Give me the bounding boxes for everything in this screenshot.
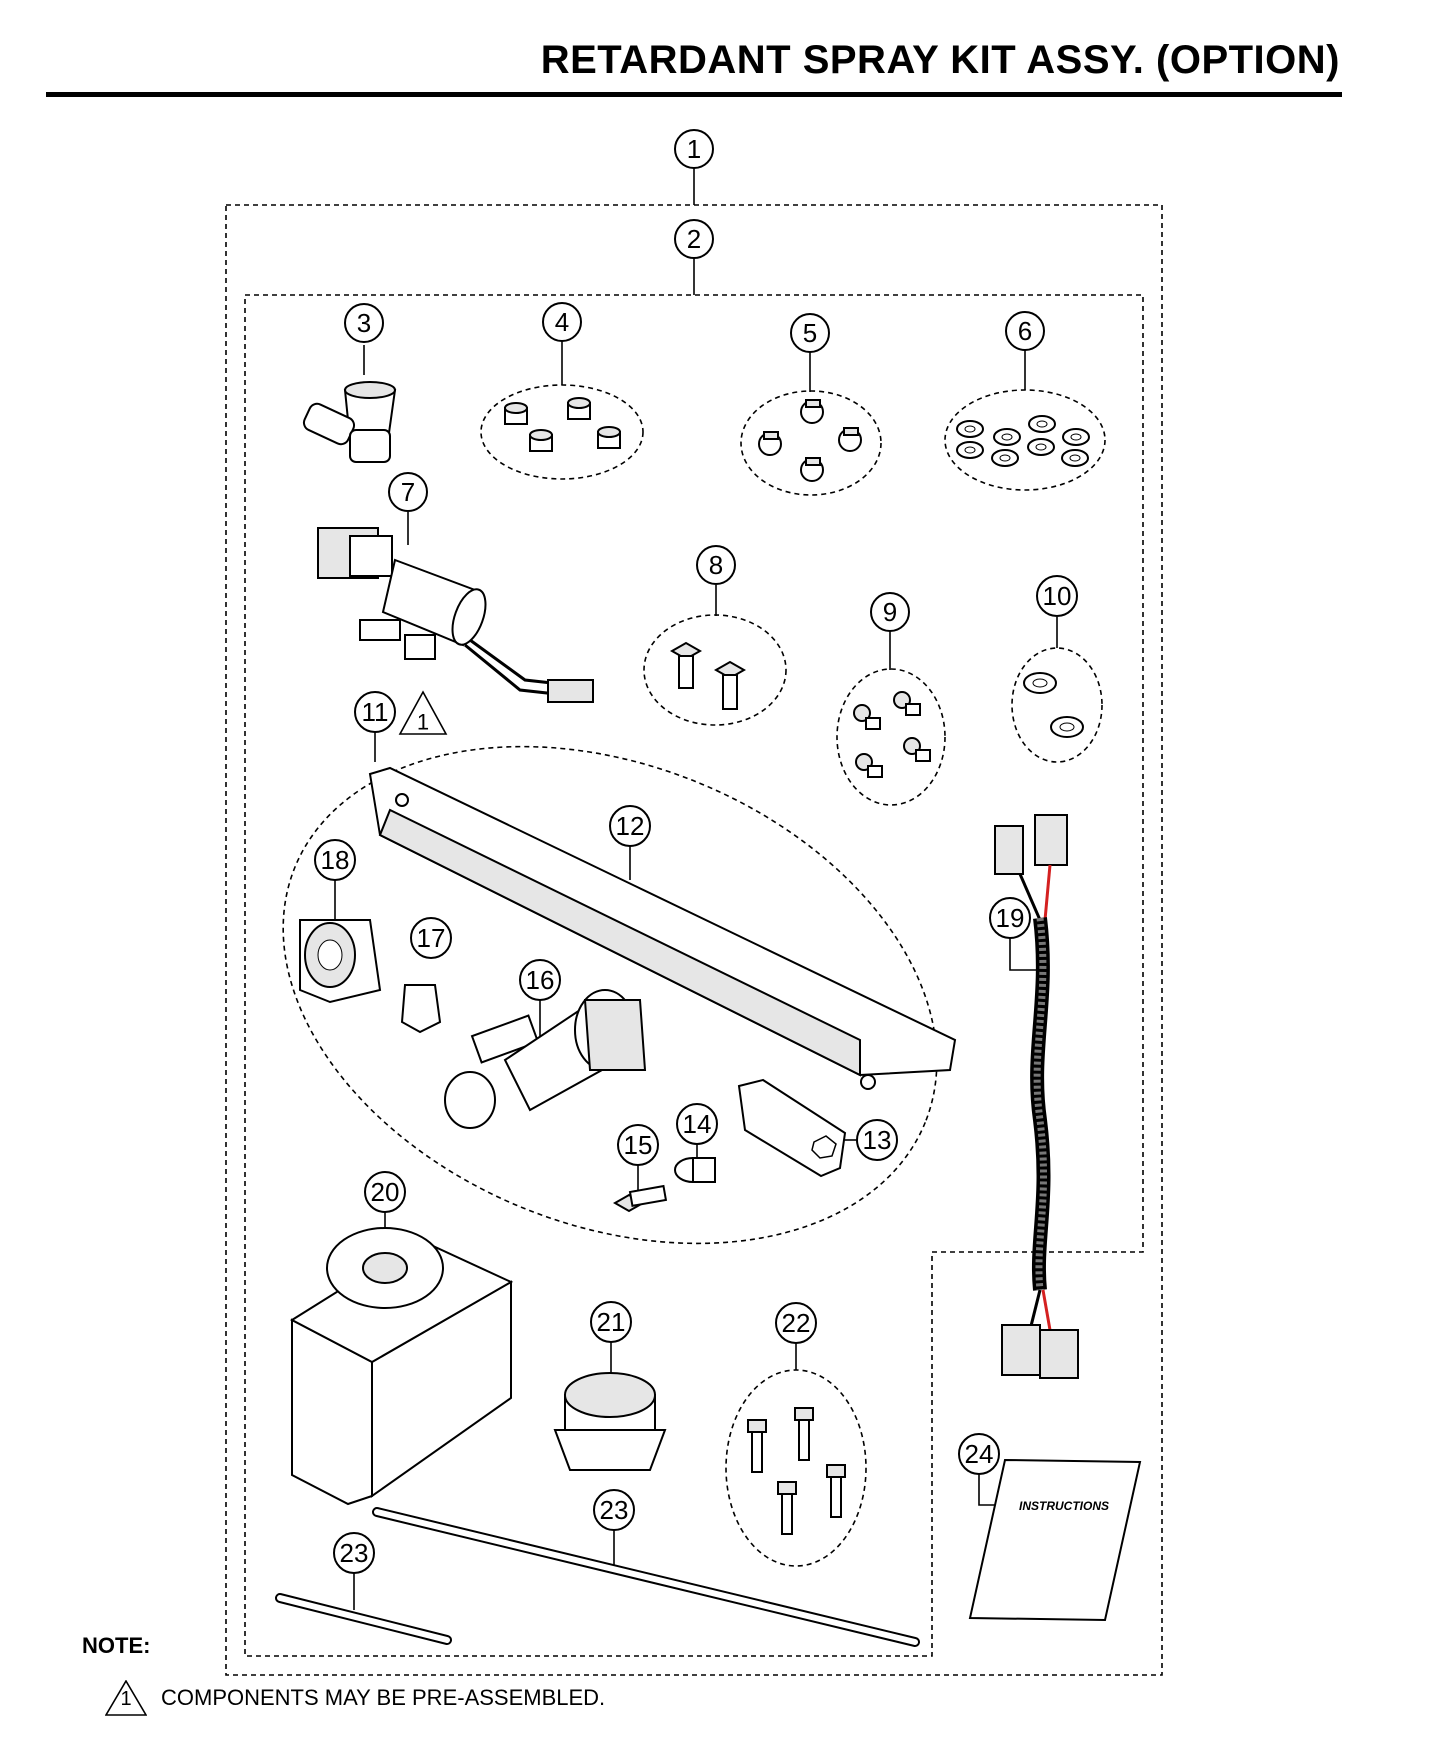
svg-text:14: 14 xyxy=(683,1109,712,1139)
svg-text:8: 8 xyxy=(709,550,723,580)
kit-boundary-2 xyxy=(244,294,1144,1657)
callout-14: 14 xyxy=(676,1103,718,1145)
wire-harness xyxy=(994,814,1079,1379)
callout-13: 13 xyxy=(856,1119,898,1161)
tubes xyxy=(275,1507,920,1647)
callout-11: 11 xyxy=(354,691,396,733)
washers xyxy=(956,415,1090,467)
svg-text:23: 23 xyxy=(600,1495,629,1525)
elbow-fitting xyxy=(302,381,397,463)
svg-text:9: 9 xyxy=(883,597,897,627)
callout-7: 7 xyxy=(388,472,428,512)
title-rule xyxy=(46,92,1342,97)
svg-text:19: 19 xyxy=(996,903,1025,933)
svg-text:18: 18 xyxy=(321,845,350,875)
group-9 xyxy=(836,668,946,806)
svg-text:21: 21 xyxy=(597,1307,626,1337)
callout-12: 12 xyxy=(609,805,651,847)
note-marker-triangle: 1 xyxy=(105,1680,147,1716)
callout-15: 15 xyxy=(617,1124,659,1166)
callout-2: 2 xyxy=(674,219,714,259)
group-10 xyxy=(1011,647,1103,763)
svg-text:16: 16 xyxy=(526,965,555,995)
page-title: RETARDANT SPRAY KIT ASSY. (OPTION) xyxy=(540,38,1340,82)
svg-text:5: 5 xyxy=(803,318,817,348)
callout-23: 23 xyxy=(593,1489,635,1531)
mounting-bracket xyxy=(368,766,957,1090)
instructions-label: INSTRUCTIONS xyxy=(1019,1499,1109,1513)
svg-text:23: 23 xyxy=(340,1538,369,1568)
hex-bolts xyxy=(747,1407,846,1535)
note-line: 1 COMPONENTS MAY BE PRE-ASSEMBLED. xyxy=(105,1680,605,1716)
callout-8: 8 xyxy=(696,545,736,585)
callout-22: 22 xyxy=(775,1302,817,1344)
callout-16: 16 xyxy=(519,959,561,1001)
wrench xyxy=(737,1078,847,1178)
nozzle-body xyxy=(444,989,647,1129)
group-5 xyxy=(740,390,882,496)
callout-6: 6 xyxy=(1005,311,1045,351)
hose-clamps xyxy=(758,399,862,482)
note-text: COMPONENTS MAY BE PRE-ASSEMBLED. xyxy=(161,1685,606,1710)
callout-19: 19 xyxy=(989,897,1031,939)
pre-assembled-marker: 1 xyxy=(398,690,448,735)
svg-text:4: 4 xyxy=(555,307,569,337)
nozzle-cap xyxy=(299,919,382,1004)
svg-text:17: 17 xyxy=(417,923,446,953)
hopper xyxy=(289,1227,514,1506)
note-heading: NOTE: xyxy=(82,1633,151,1658)
svg-text:20: 20 xyxy=(371,1177,400,1207)
svg-text:15: 15 xyxy=(624,1130,653,1160)
svg-text:2: 2 xyxy=(687,224,701,254)
instructions-booklet: INSTRUCTIONS xyxy=(968,1458,1142,1622)
svg-text:11: 11 xyxy=(362,697,389,727)
callout-17: 17 xyxy=(410,917,452,959)
flange-nuts xyxy=(1023,672,1084,738)
pump xyxy=(317,527,594,703)
callout-5: 5 xyxy=(790,313,830,353)
svg-text:1: 1 xyxy=(120,1688,131,1710)
adapter-fitting xyxy=(553,1372,667,1471)
svg-text:1: 1 xyxy=(417,710,429,735)
group-8 xyxy=(643,614,787,726)
callout-23-lower: 23 xyxy=(333,1532,375,1574)
callout-9: 9 xyxy=(870,592,910,632)
svg-text:6: 6 xyxy=(1018,316,1032,346)
callout-20: 20 xyxy=(364,1171,406,1213)
callout-21: 21 xyxy=(590,1301,632,1343)
nuts xyxy=(504,397,621,452)
callout-24: 24 xyxy=(958,1433,1000,1475)
callout-3: 3 xyxy=(344,303,384,343)
callout-10: 10 xyxy=(1036,575,1078,617)
bushing xyxy=(674,1157,716,1183)
svg-text:1: 1 xyxy=(687,134,701,164)
flange-bolts xyxy=(669,641,747,710)
bolt xyxy=(612,1184,668,1213)
svg-text:3: 3 xyxy=(357,308,371,338)
svg-text:7: 7 xyxy=(401,477,415,507)
screws xyxy=(853,691,931,778)
svg-text:22: 22 xyxy=(782,1308,811,1338)
svg-text:12: 12 xyxy=(616,811,645,841)
group-11 xyxy=(282,745,938,1245)
callout-4: 4 xyxy=(542,302,582,342)
callout-1: 1 xyxy=(674,129,714,169)
callout-18: 18 xyxy=(314,839,356,881)
cap-insert xyxy=(400,984,442,1034)
svg-text:13: 13 xyxy=(863,1125,892,1155)
svg-text:24: 24 xyxy=(965,1439,994,1469)
svg-text:10: 10 xyxy=(1043,581,1072,611)
